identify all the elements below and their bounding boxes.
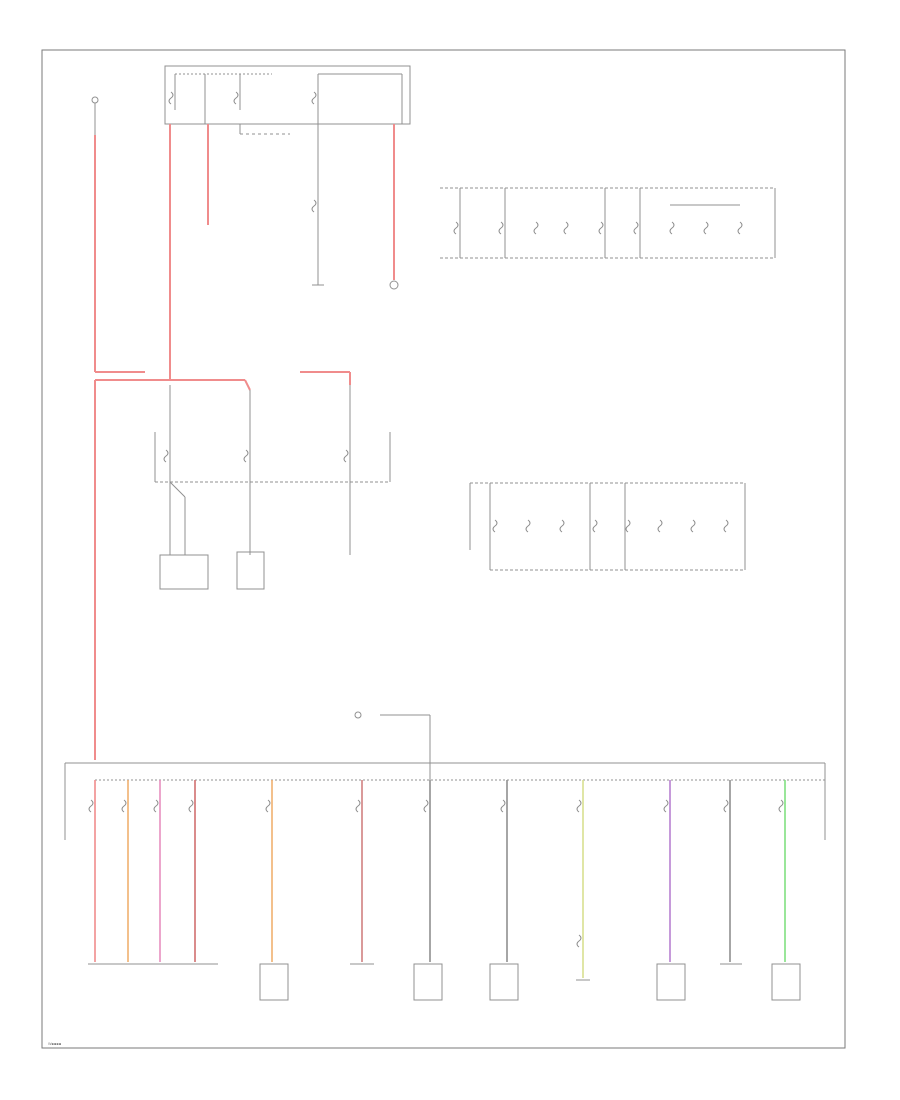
top-fuse-block [164, 65, 411, 135]
power-feed-wires [94, 124, 395, 760]
connector-circle-right [389, 280, 399, 290]
right-fuse-block-1 [440, 187, 776, 259]
right-fuse-block-2 [469, 482, 746, 571]
corner-label: W▪▪▪▪ [48, 1042, 62, 1046]
middle-fuse-block [154, 385, 391, 590]
bottom-connectors [88, 963, 801, 1001]
left-switch [91, 96, 99, 135]
bottom-fuses [88, 799, 784, 948]
diagram-frame [41, 49, 846, 1049]
bottom-branches [94, 780, 786, 978]
center-vertical-wire [311, 124, 324, 286]
bottom-fuse-bus [64, 711, 826, 840]
